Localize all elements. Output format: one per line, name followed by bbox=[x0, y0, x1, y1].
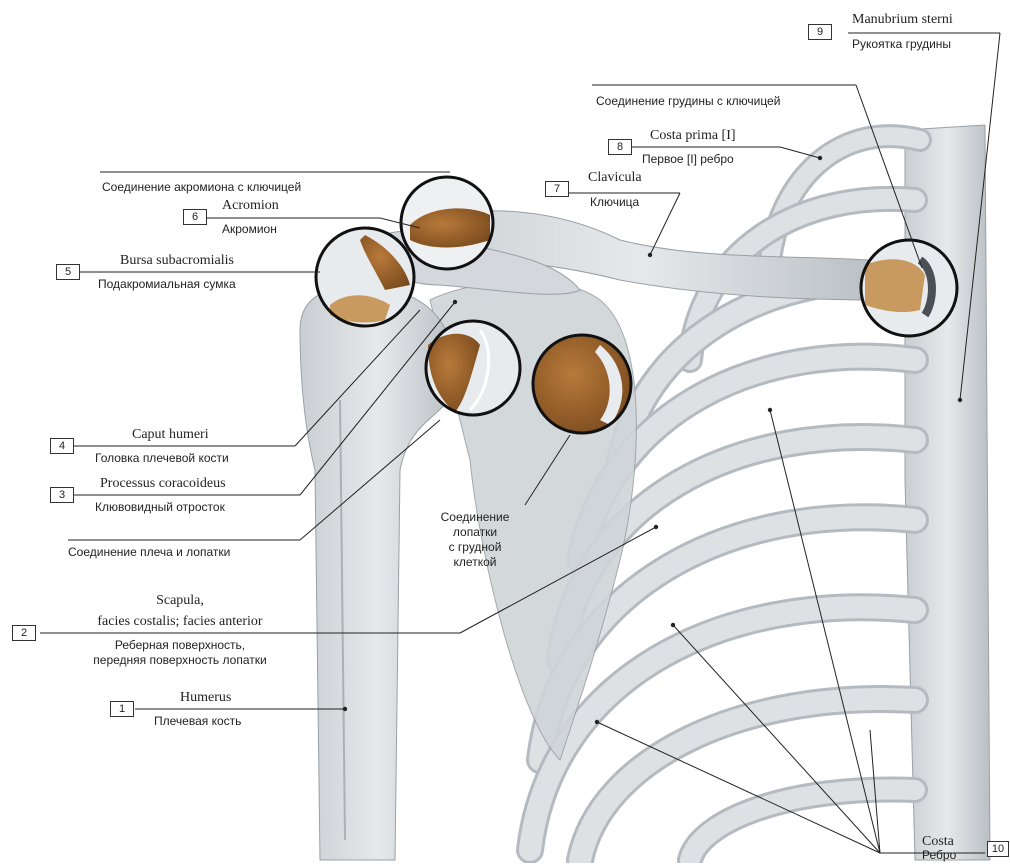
label-8-latin: Costa prima [I] bbox=[650, 128, 736, 144]
scapulothoracic-circle bbox=[533, 335, 631, 433]
label-4-russian: Головка плечевой кости bbox=[95, 451, 229, 465]
acromioclavicular-joint-circle bbox=[401, 177, 493, 269]
label-2-russian-1: Реберная поверхность, bbox=[60, 638, 300, 652]
label-1-russian: Плечевая кость bbox=[154, 714, 241, 728]
label-7-number: 7 bbox=[545, 181, 569, 197]
scapulothoracic-line-2: лопатки bbox=[420, 525, 530, 540]
glenohumeral-joint-label: Соединение плеча и лопатки bbox=[68, 545, 230, 559]
glenohumeral-joint-circle bbox=[426, 321, 520, 415]
label-2-latin-2: facies costalis; facies anterior bbox=[60, 614, 300, 630]
label-5-latin: Bursa subacromialis bbox=[120, 253, 234, 269]
label-2-latin-1: Scapula, bbox=[60, 593, 300, 609]
label-8-number: 8 bbox=[608, 139, 632, 155]
scapulothoracic-line-1: Соединение bbox=[420, 510, 530, 525]
label-6-latin: Acromion bbox=[222, 198, 279, 214]
label-9-latin: Manubrium sterni bbox=[852, 12, 953, 28]
label-7-russian: Ключица bbox=[590, 195, 639, 209]
label-9-number: 9 bbox=[808, 24, 832, 40]
label-3-russian: Клювовидный отросток bbox=[95, 500, 225, 514]
sternum bbox=[905, 125, 990, 860]
scapulothoracic-line-4: клеткой bbox=[420, 555, 530, 570]
bursa-circle bbox=[316, 228, 414, 326]
label-8-russian: Первое [I] ребро bbox=[642, 152, 734, 166]
label-4-latin: Caput humeri bbox=[132, 427, 209, 443]
label-1-latin: Humerus bbox=[180, 690, 231, 706]
acromioclavicular-joint-label: Соединение акромиона с ключицей bbox=[102, 180, 301, 194]
label-4-number: 4 bbox=[50, 438, 74, 454]
scapulothoracic-joint-label: Соединение лопатки с грудной клеткой bbox=[420, 510, 530, 570]
sternoclavicular-joint-circle bbox=[861, 240, 957, 336]
label-2-number: 2 bbox=[12, 625, 36, 641]
label-5-number: 5 bbox=[56, 264, 80, 280]
label-10-number: 10 bbox=[987, 841, 1009, 857]
label-7-latin: Clavicula bbox=[588, 170, 642, 186]
label-3-number: 3 bbox=[50, 487, 74, 503]
label-10-russian: Ребро bbox=[922, 848, 956, 862]
label-9-russian: Рукоятка грудины bbox=[852, 37, 951, 51]
label-6-number: 6 bbox=[183, 209, 207, 225]
label-6-russian: Акромион bbox=[222, 222, 277, 236]
label-5-russian: Подакромиальная сумка bbox=[98, 277, 236, 291]
sternoclavicular-joint-label: Соединение грудины с ключицей bbox=[596, 94, 780, 108]
scapulothoracic-line-3: с грудной bbox=[420, 540, 530, 555]
label-1-number: 1 bbox=[110, 701, 134, 717]
label-3-latin: Processus coracoideus bbox=[100, 476, 226, 492]
label-2-russian-2: передняя поверхность лопатки bbox=[60, 653, 300, 667]
